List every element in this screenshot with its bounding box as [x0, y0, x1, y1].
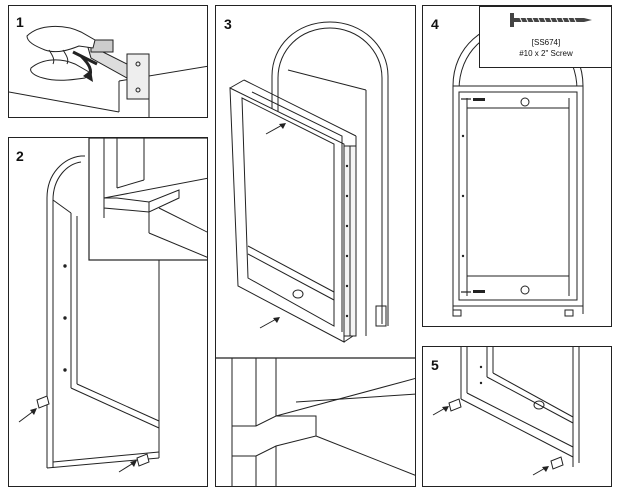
step-number-3: 3: [224, 16, 232, 32]
panel-step-1: 1: [8, 5, 208, 118]
hinge-adjust-illustration: [9, 26, 207, 117]
screw-part-number: [SS674]: [531, 38, 561, 47]
panel-step-2: 2: [8, 137, 208, 487]
cabinet-base-illustration: [432, 347, 580, 476]
cabinet-screw-mount-illustration: [452, 21, 584, 317]
door-mount-illustration: [216, 21, 415, 486]
cabinet-installation-illustration: [18, 138, 207, 473]
step-number-4: 4: [431, 16, 439, 32]
step-number-2: 2: [16, 148, 24, 164]
panel-step-4: 4: [422, 5, 612, 327]
panel-step-5: 5: [422, 346, 612, 487]
screw-callout: [SS674] #10 x 2" Screw: [479, 6, 611, 68]
step-number-5: 5: [431, 357, 439, 373]
step-number-1: 1: [16, 14, 24, 30]
screw-description: #10 x 2" Screw: [519, 49, 573, 58]
panel-step-3: 3: [215, 5, 416, 487]
screw-icon: [510, 13, 592, 27]
